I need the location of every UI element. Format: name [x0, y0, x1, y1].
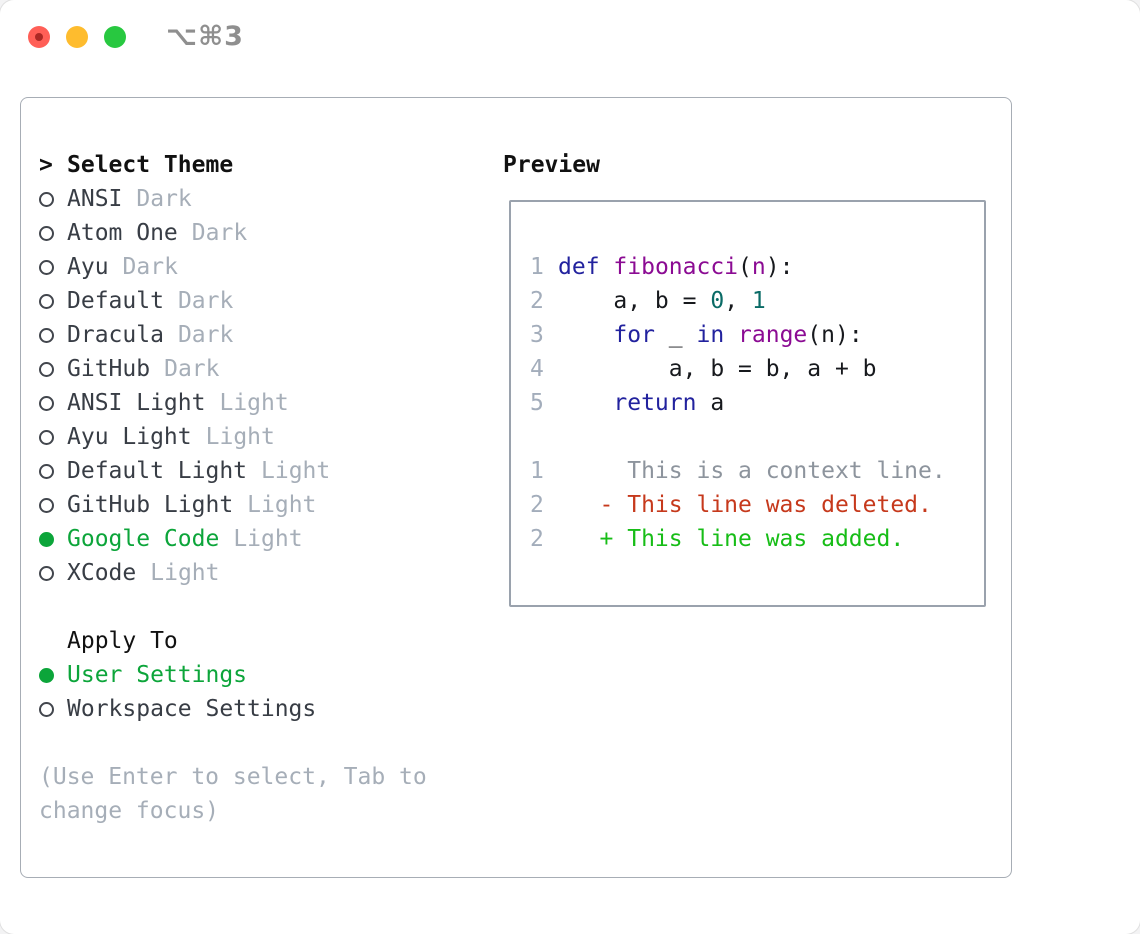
radio-circle-icon	[39, 497, 67, 513]
theme-name: Ayu Light	[67, 424, 192, 450]
apply-option[interactable]: User Settings	[39, 658, 503, 692]
theme-variant: Light	[247, 492, 317, 518]
line-number: 1	[530, 254, 544, 280]
preview-label: Preview	[503, 152, 600, 178]
window-title: ⌥⌘3	[166, 21, 244, 52]
theme-option[interactable]: Default Dark	[39, 284, 503, 318]
select-theme-header: > Select Theme	[39, 148, 503, 182]
radio-circle-icon	[39, 701, 67, 717]
line-number: 2	[530, 526, 544, 552]
code-text: for _ in range(n):	[613, 322, 863, 348]
code-text: return a	[613, 390, 725, 416]
selected-radio-icon	[39, 531, 67, 547]
theme-variant: Dark	[177, 322, 234, 348]
apply-option-label: User Settings	[67, 662, 248, 688]
theme-variant: Dark	[177, 288, 234, 314]
select-theme-label: Select Theme	[67, 152, 234, 178]
code-line: 5 return a	[530, 386, 984, 420]
code-line: 1 def fibonacci(n):	[530, 250, 984, 284]
radio-circle-icon	[39, 259, 67, 275]
theme-name: Google Code	[67, 526, 220, 552]
close-button[interactable]	[28, 26, 50, 48]
theme-name: Default Light	[67, 458, 248, 484]
theme-name: GitHub	[67, 356, 151, 382]
theme-name: Ayu	[67, 254, 109, 280]
code-line	[530, 420, 984, 454]
theme-variant: Light	[233, 526, 303, 552]
radio-circle-icon	[39, 463, 67, 479]
minimize-button[interactable]	[66, 26, 88, 48]
theme-variant: Light	[219, 390, 289, 416]
line-number: 2	[530, 288, 544, 314]
radio-circle-icon	[39, 361, 67, 377]
radio-circle-icon	[39, 395, 67, 411]
code-line: 2 a, b = 0, 1	[530, 284, 984, 318]
theme-variant: Dark	[191, 220, 248, 246]
line-number: 5	[530, 390, 544, 416]
theme-option[interactable]: Ayu Light Light	[39, 420, 503, 454]
traffic-lights	[28, 26, 126, 48]
selection-pointer-icon: >	[39, 152, 53, 178]
apply-to-label: Apply To	[67, 628, 178, 654]
code-line: 3 for _ in range(n):	[530, 318, 984, 352]
code-text: a, b = b, a + b	[558, 356, 877, 382]
radio-circle-icon	[39, 327, 67, 343]
theme-option[interactable]: Ayu Dark	[39, 250, 503, 284]
theme-name: GitHub Light	[67, 492, 234, 518]
keyboard-hint: (Use Enter to select, Tab to change focu…	[39, 764, 427, 824]
theme-variant: Light	[261, 458, 331, 484]
theme-name: ANSI Light	[67, 390, 206, 416]
theme-option[interactable]: GitHub Light Light	[39, 488, 503, 522]
code-line: 4 a, b = b, a + b	[530, 352, 984, 386]
theme-option[interactable]: GitHub Dark	[39, 352, 503, 386]
theme-variant: Light	[205, 424, 275, 450]
theme-option[interactable]: Google Code Light	[39, 522, 503, 556]
theme-option[interactable]: ANSI Light Light	[39, 386, 503, 420]
theme-name: ANSI	[67, 186, 123, 212]
theme-option[interactable]: Dracula Dark	[39, 318, 503, 352]
theme-name: Default	[67, 288, 164, 314]
radio-circle-icon	[39, 565, 67, 581]
code-line: 2 - This line was deleted.	[530, 488, 984, 522]
line-number	[530, 420, 558, 454]
theme-name: Atom One	[67, 220, 178, 246]
theme-name: XCode	[67, 560, 137, 586]
line-number: 4	[530, 356, 544, 382]
theme-variant: Dark	[122, 254, 178, 280]
theme-option[interactable]: Default Light Light	[39, 454, 503, 488]
radio-circle-icon	[39, 225, 67, 241]
apply-option[interactable]: Workspace Settings	[39, 692, 503, 726]
line-number: 3	[530, 322, 544, 348]
line-number: 1	[530, 458, 544, 484]
apply-option-label: Workspace Settings	[67, 696, 317, 722]
radio-circle-icon	[39, 293, 67, 309]
theme-option[interactable]: ANSI Dark	[39, 182, 503, 216]
zoom-button[interactable]	[104, 26, 126, 48]
line-number: 2	[530, 492, 544, 518]
code-line: 1 This is a context line.	[530, 454, 984, 488]
code-text: This is a context line.	[558, 458, 946, 484]
code-text: + This line was added.	[558, 526, 905, 552]
radio-circle-icon	[39, 191, 67, 207]
code-line: 2 + This line was added.	[530, 522, 984, 556]
code-text: - This line was deleted.	[558, 492, 932, 518]
theme-option[interactable]: Atom One Dark	[39, 216, 503, 250]
theme-name: Dracula	[67, 322, 164, 348]
radio-circle-icon	[39, 429, 67, 445]
selected-radio-icon	[39, 667, 67, 683]
theme-variant: Dark	[136, 186, 192, 212]
theme-variant: Light	[150, 560, 220, 586]
theme-option[interactable]: XCode Light	[39, 556, 503, 590]
apply-to-header: Apply To	[39, 624, 503, 658]
theme-variant: Dark	[164, 356, 220, 382]
code-text: a, b = 0, 1	[558, 288, 766, 314]
code-text: def fibonacci(n):	[558, 254, 794, 280]
